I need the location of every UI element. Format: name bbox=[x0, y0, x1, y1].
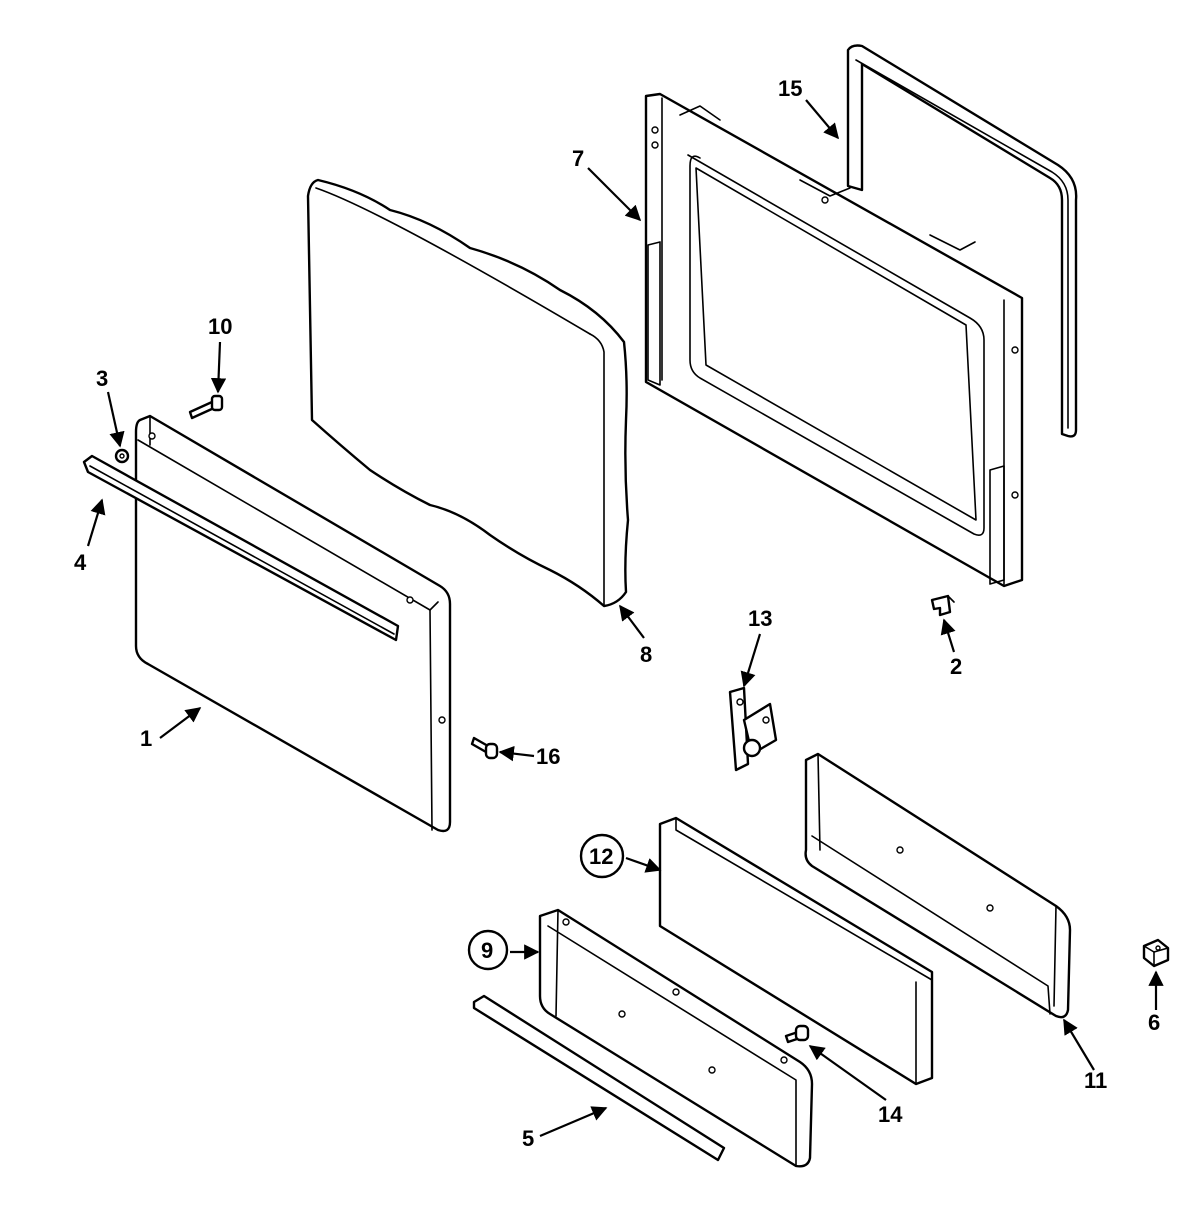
callout-2: 2 bbox=[950, 654, 962, 679]
leader-2 bbox=[940, 618, 956, 653]
callout-14: 14 bbox=[878, 1102, 903, 1127]
callout-11: 11 bbox=[1084, 1068, 1107, 1093]
part-3-nut bbox=[114, 448, 130, 464]
callout-12-label: 12 bbox=[589, 844, 613, 869]
callout-4: 4 bbox=[74, 550, 87, 575]
part-14-screw bbox=[784, 1024, 810, 1044]
leader-3 bbox=[106, 391, 125, 448]
part-5-drawer-trim bbox=[472, 994, 726, 1162]
callout-12-circle bbox=[579, 833, 625, 879]
leader-16 bbox=[498, 745, 535, 762]
callout-labels: 1 2 3 4 5 6 7 8 9 10 11 12 13 14 15 16 bbox=[74, 76, 1160, 1151]
leader-15 bbox=[805, 99, 839, 140]
leader-13 bbox=[740, 633, 762, 688]
leader-11 bbox=[1063, 1018, 1095, 1071]
callout-9: 9 bbox=[467, 929, 509, 971]
part-11-drawer-body bbox=[804, 752, 1072, 1019]
leader-1 bbox=[159, 707, 202, 739]
part-12-drawer-liner bbox=[658, 816, 934, 1086]
callout-16: 16 bbox=[536, 744, 560, 769]
leader-14 bbox=[808, 1045, 887, 1101]
part-16-screw bbox=[470, 736, 499, 760]
leader-12 bbox=[625, 856, 662, 873]
callout-9-label: 9 bbox=[481, 938, 493, 963]
callout-8: 8 bbox=[640, 642, 652, 667]
callout-15: 15 bbox=[778, 76, 802, 101]
part-6-clip bbox=[1142, 938, 1170, 968]
callout-9-circle bbox=[467, 929, 509, 971]
leader-7 bbox=[587, 167, 642, 222]
callout-7: 7 bbox=[572, 146, 584, 171]
callout-12: 12 bbox=[579, 833, 625, 879]
leader-8 bbox=[619, 604, 645, 639]
part-4-door-handle bbox=[82, 454, 400, 642]
callout-5: 5 bbox=[522, 1126, 534, 1151]
callout-13: 13 bbox=[748, 606, 772, 631]
leader-4 bbox=[86, 498, 106, 547]
part-9-drawer-front bbox=[538, 908, 814, 1168]
part-15-gasket bbox=[846, 44, 1078, 438]
leader-10 bbox=[210, 341, 227, 394]
part-2-clip bbox=[930, 594, 955, 617]
callout-1: 1 bbox=[140, 726, 152, 751]
part-13-hinge bbox=[728, 686, 778, 772]
callout-10: 10 bbox=[208, 314, 232, 339]
leader-5 bbox=[539, 1106, 608, 1138]
part-8-insulation bbox=[306, 178, 630, 608]
callout-3: 3 bbox=[96, 366, 108, 391]
callout-6: 6 bbox=[1148, 1010, 1160, 1035]
leader-lines bbox=[86, 99, 1164, 1138]
part-1-outer-door-panel bbox=[134, 414, 452, 833]
part-7-inner-door-frame bbox=[644, 92, 1024, 588]
part-10-screw bbox=[188, 394, 224, 420]
